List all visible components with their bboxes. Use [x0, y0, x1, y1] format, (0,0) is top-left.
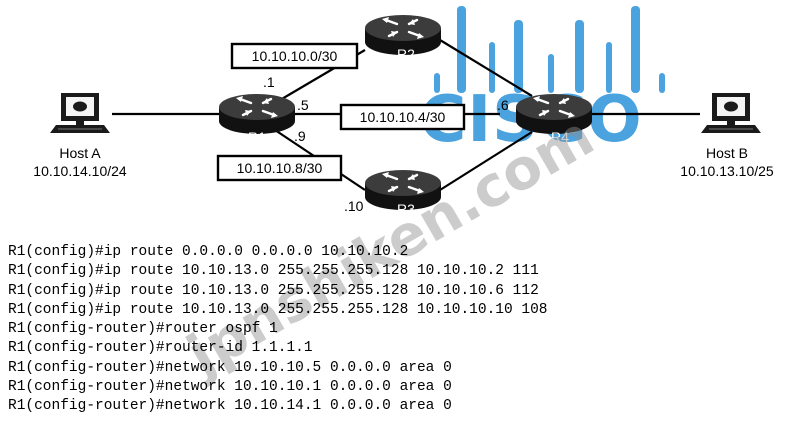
router-r3-label: R3 — [397, 201, 415, 217]
svg-text:10.10.10.8/30: 10.10.10.8/30 — [237, 160, 323, 176]
config-line: R1(config-router)#router ospf 1 — [8, 321, 278, 338]
config-commands: R1(config)#ip route 0.0.0.0 0.0.0.0 10.1… — [8, 243, 548, 417]
link-r2-r4 — [439, 39, 533, 97]
if-r1-r4: .5 — [297, 97, 309, 113]
config-line: R1(config)#ip route 10.10.13.0 255.255.2… — [8, 301, 548, 318]
router-r4-label: R4 — [551, 129, 569, 145]
subnet-box-r1-r2: 10.10.10.0/30 — [230, 42, 359, 70]
if-r1-r2: .1 — [263, 74, 275, 90]
config-line: R1(config-router)#network 10.10.14.1 0.0… — [8, 398, 452, 415]
host-b-ip: 10.10.13.10/25 — [680, 163, 774, 179]
host-a: Host A 10.10.14.10/24 — [33, 92, 127, 179]
host-a-ip: 10.10.14.10/24 — [33, 163, 127, 179]
config-line: R1(config)#ip route 10.10.13.0 255.255.2… — [8, 263, 539, 280]
host-b-name: Host B — [706, 145, 748, 161]
subnet-box-r1-r3: 10.10.10.8/30 — [216, 154, 343, 182]
config-line: R1(config-router)#router-id 1.1.1.1 — [8, 340, 313, 357]
router-r2-label: R2 — [397, 46, 415, 62]
if-r4-r1: .6 — [497, 97, 509, 113]
if-r1-r3: .9 — [294, 128, 306, 144]
config-line: R1(config)#ip route 10.10.13.0 255.255.2… — [8, 282, 539, 299]
router-r3: R3 — [363, 168, 443, 217]
router-r1-label: R1 — [248, 129, 266, 145]
cisco-logo-bars — [434, 6, 665, 93]
host-a-name: Host A — [59, 145, 101, 161]
router-r4: R4 — [514, 92, 594, 145]
host-b: Host B 10.10.13.10/25 — [680, 92, 774, 179]
config-line: R1(config)#ip route 0.0.0.0 0.0.0.0 10.1… — [8, 244, 409, 260]
router-r2: R2 — [363, 13, 443, 62]
svg-text:10.10.10.0/30: 10.10.10.0/30 — [252, 48, 338, 64]
if-r3-r1: .10 — [344, 198, 364, 214]
router-r1: R1 — [217, 92, 297, 145]
svg-text:10.10.10.4/30: 10.10.10.4/30 — [360, 109, 446, 125]
link-r3-r4 — [439, 131, 533, 191]
config-line: R1(config-router)#network 10.10.10.1 0.0… — [8, 379, 452, 396]
config-line: R1(config-router)#network 10.10.10.5 0.0… — [8, 359, 452, 376]
subnet-box-r1-r4: 10.10.10.4/30 — [339, 103, 466, 131]
